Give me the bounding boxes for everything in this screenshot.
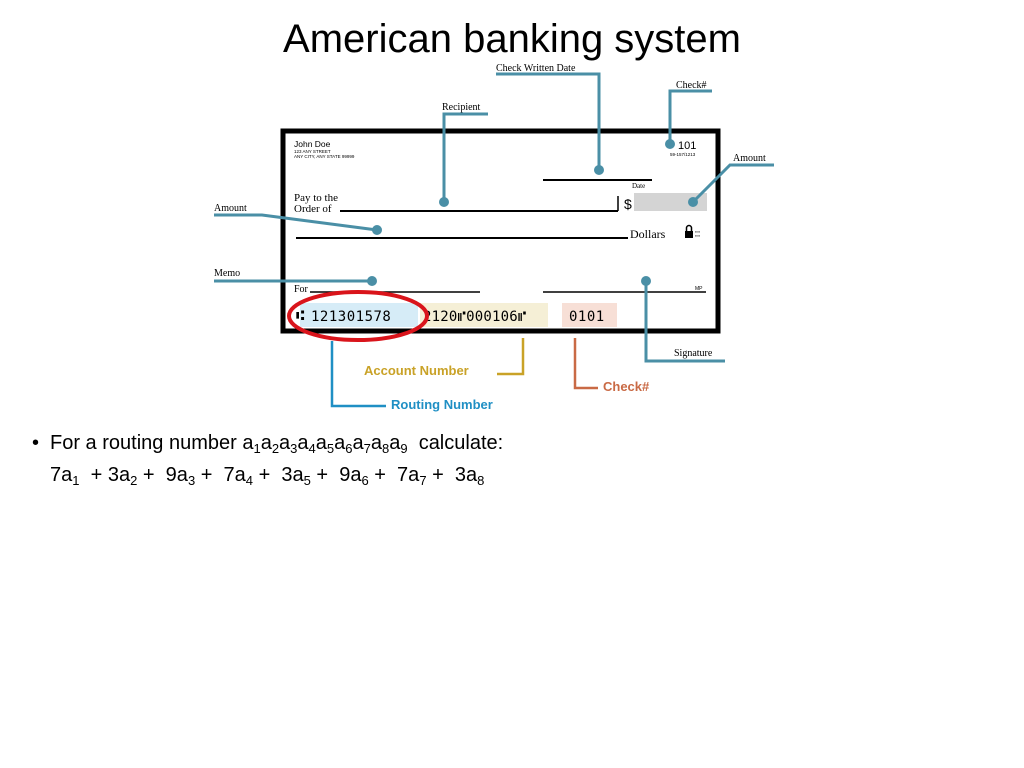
check-number: 101	[678, 140, 696, 152]
for-label: For	[294, 284, 309, 295]
formula-line-2: 7a1 + 3a2 + 9a3 + 7a4 + 3a5 + 9a6 + 7a7 …	[50, 464, 485, 488]
dollars-label: Dollars	[630, 227, 666, 241]
callout-dots	[367, 139, 698, 286]
account-number-leader	[497, 338, 525, 376]
owner-name: John Doe	[294, 139, 331, 149]
callout-check-written-date: Check Written Date	[496, 63, 576, 74]
date-label: Date	[632, 182, 645, 190]
callout-recipient: Recipient	[442, 102, 481, 113]
owner-city: ANY CITY, ANY STATE 99999	[294, 154, 355, 159]
callout-signature: Signature	[674, 348, 713, 359]
bullet-marker: •	[32, 432, 40, 454]
formula-prefix: For a routing number	[50, 432, 243, 454]
routing-highlight	[300, 303, 418, 327]
formula-suffix: calculate:	[418, 432, 504, 454]
micr-routing: 121301578	[311, 309, 391, 325]
micr-routing-symbol: ⑆	[296, 308, 305, 324]
svg-text:▪▪▪▪: ▪▪▪▪	[695, 230, 700, 234]
routing-highlight-ellipse	[287, 290, 429, 342]
callout-check-number-bottom: Check#	[603, 379, 650, 394]
owner-street: 123 ANY STREET	[294, 149, 331, 154]
callout-leaders	[214, 72, 774, 363]
slide-title: American banking system	[283, 17, 741, 61]
check-diagram: John Doe 123 ANY STREET ANY CITY, ANY ST…	[214, 63, 774, 412]
amount-box	[634, 193, 707, 211]
lock-icon	[685, 224, 693, 238]
callout-routing-number: Routing Number	[391, 397, 493, 412]
micr-account: 2120⑈000106⑈	[423, 309, 527, 325]
account-highlight	[420, 303, 548, 327]
pay-to-line1: Pay to the	[294, 192, 338, 204]
formula-line-1: For a routing number a1a2a3a4a5a6a7a8a9 …	[50, 432, 504, 456]
callout-memo: Memo	[214, 268, 240, 279]
checknum-highlight	[562, 303, 617, 327]
routing-number-leader	[330, 341, 386, 408]
check-number-leader	[573, 338, 598, 390]
callout-amount-right: Amount	[733, 153, 766, 164]
callout-amount-left: Amount	[214, 203, 247, 214]
callout-check-number-top: Check#	[676, 80, 707, 91]
mp-label: MP	[695, 286, 703, 292]
pay-to-line2: Order of	[294, 203, 332, 215]
svg-text:▪▪▪▪: ▪▪▪▪	[695, 234, 700, 238]
dollar-sign: $	[624, 196, 632, 212]
callout-account-number: Account Number	[364, 363, 469, 378]
micr-check: 0101	[569, 309, 605, 325]
fraction-code: 59-157/1213	[670, 152, 696, 157]
